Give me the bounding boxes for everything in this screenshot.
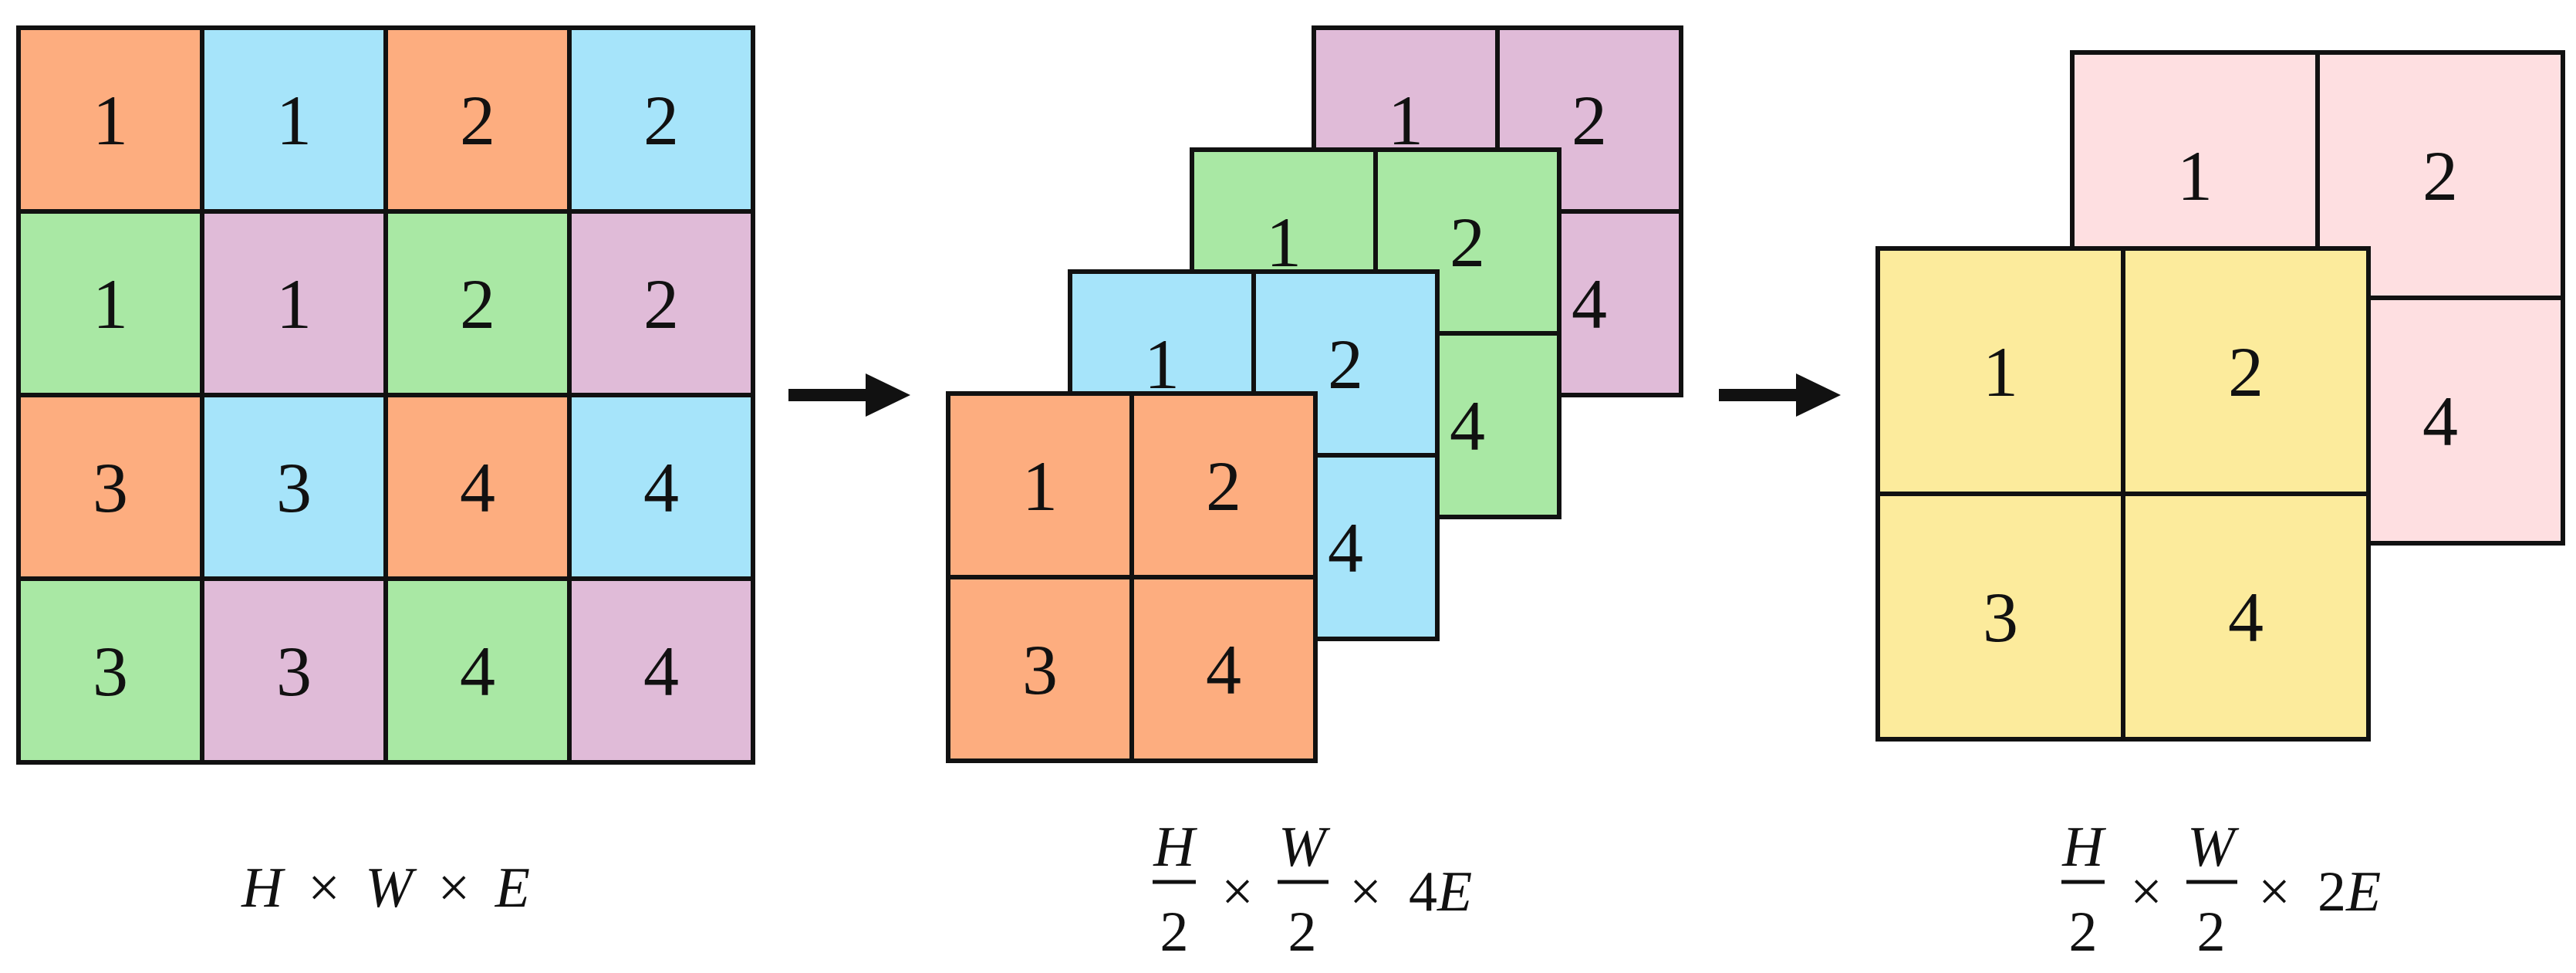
channel-map-green-cell-4-label: 4 [1450,387,1485,465]
input-grid-4x4: 1 1 2 2 1 1 2 2 3 3 4 4 3 3 4 4 [16,25,755,765]
grid-cell-r3-c2-label: 3 [276,448,312,527]
arrow-right-icon [1719,373,1841,417]
grid-cell-r1-c2-label: 1 [276,81,312,160]
caption-left-h: H [241,856,285,920]
grid-cell-r2-c1: 1 [16,209,204,397]
channel-map-orange-cell-1: 1 [946,391,1134,579]
grid-cell-r4-c4-label: 4 [643,632,679,711]
channel-map-green-cell-1-label: 1 [1266,203,1302,282]
channel-map-orange-cell-3: 3 [946,575,1134,763]
svg-text:2E: 2E [2318,860,2381,924]
merged-map-pink-cell-4-label: 4 [2422,382,2458,461]
grid-cell-r1-c3-label: 2 [460,81,495,160]
grid-cell-r1-c3: 2 [383,25,572,214]
caption-middle-times-2: × [1349,860,1382,924]
grid-cell-r3-c2: 3 [200,393,388,581]
caption-right: H 2 × W 2 × 2E [2061,816,2381,964]
merged-map-yellow-cell-4: 4 [2121,492,2371,742]
caption-middle-e: E [1437,860,1472,924]
grid-cell-r3-c4: 4 [567,393,755,581]
grid-cell-r2-c3: 2 [383,209,572,397]
caption-right-w: W [2187,816,2240,879]
grid-cell-r1-c1: 1 [16,25,204,214]
grid-cell-r2-c2-label: 1 [276,265,312,343]
reduced-patch-maps-2E: 12341234 [1875,50,2565,742]
merged-map-yellow-cell-1: 1 [1875,246,2125,496]
grid-cell-r3-c3-label: 4 [460,448,495,527]
grid-cell-r4-c1: 3 [16,576,204,765]
channel-map-purple-cell-2-label: 2 [1572,81,1607,160]
channel-map-purple-cell-4-label: 4 [1572,265,1607,343]
caption-middle-h: H [1153,816,1197,879]
merged-map-yellow-cell-4-label: 4 [2228,578,2264,657]
channel-map-orange-cell-4-label: 4 [1206,630,1241,709]
caption-left-w: W [365,856,417,920]
channel-map-green-cell-2: 2 [1373,147,1561,336]
caption-left-times-2: × [437,856,470,920]
grid-cell-r3-c4-label: 4 [643,448,679,527]
caption-right-times-1: × [2130,860,2162,924]
merged-map-pink-cell-2-label: 2 [2422,137,2458,215]
merged-map-yellow: 1 2 3 4 [1875,246,2371,742]
grid-cell-r2-c4: 2 [567,209,755,397]
grid-cell-r4-c3-label: 4 [460,632,495,711]
caption-right-den-1: 2 [2069,900,2098,964]
merged-map-yellow-cell-1-label: 1 [1983,333,2018,411]
channel-map-orange: 1 2 3 4 [946,391,1318,763]
channel-map-green-cell-2-label: 2 [1450,203,1485,282]
channel-map-blue-cell-1-label: 1 [1144,325,1180,404]
channel-map-blue-cell-2-label: 2 [1328,325,1363,404]
caption-middle-times-1: × [1221,860,1254,924]
caption-right-den-2: 2 [2197,900,2226,964]
grid-cell-r2-c1-label: 1 [93,265,128,343]
grid-cell-r2-c3-label: 2 [460,265,495,343]
channel-map-orange-cell-2-label: 2 [1206,447,1241,525]
grid-cell-r1-c4-label: 2 [643,81,679,160]
caption-right-e: E [2345,860,2381,924]
grid-cell-r3-c1-label: 3 [93,448,128,527]
grid-cell-r4-c1-label: 3 [93,632,128,711]
channel-map-purple-cell-1-label: 1 [1388,81,1423,160]
svg-text:4E: 4E [1409,860,1472,924]
merged-map-yellow-cell-3: 3 [1875,492,2125,742]
grid-cell-r3-c3: 4 [383,393,572,581]
caption-middle: H 2 × W 2 × 4E [1153,816,1472,964]
grid-cell-r4-c2: 3 [200,576,388,765]
grid-cell-r2-c2: 1 [200,209,388,397]
svg-text:H × W ×: H × W × E [241,856,530,920]
channel-map-blue-cell-4-label: 4 [1328,508,1363,587]
caption-right-factor: 2 [2318,860,2346,924]
channel-map-orange-cell-1-label: 1 [1022,447,1058,525]
grid-cell-r4-c4: 4 [567,576,755,765]
caption-right-times-2: × [2258,860,2291,924]
grid-cell-r3-c1: 3 [16,393,204,581]
caption-left-e: E [495,856,530,920]
grid-cell-r4-c2-label: 3 [276,632,312,711]
stacked-patch-maps-4E: 1234123412341234 [946,25,1683,763]
merged-map-pink-cell-1-label: 1 [2177,137,2213,215]
grid-cell-r4-c3: 4 [383,576,572,765]
caption-middle-den-1: 2 [1160,900,1189,964]
merged-map-yellow-cell-3-label: 3 [1983,578,2018,657]
caption-middle-w: W [1278,816,1331,879]
grid-cell-r1-c1-label: 1 [93,81,128,160]
merged-map-yellow-cell-2-label: 2 [2228,333,2264,411]
channel-map-orange-cell-4: 4 [1129,575,1318,763]
caption-middle-den-2: 2 [1288,900,1317,964]
caption-left-times-1: × [308,856,340,920]
caption-middle-factor: 4 [1409,860,1437,924]
channel-map-orange-cell-3-label: 3 [1022,630,1058,709]
grid-cell-r2-c4-label: 2 [643,265,679,343]
arrow-right-icon [788,373,910,417]
grid-cell-r1-c4: 2 [567,25,755,214]
caption-left: H × W × E [241,856,530,920]
channel-map-orange-cell-2: 2 [1129,391,1318,579]
caption-right-h: H [2061,816,2106,879]
grid-cell-r1-c2: 1 [200,25,388,214]
merged-map-yellow-cell-2: 2 [2121,246,2371,496]
